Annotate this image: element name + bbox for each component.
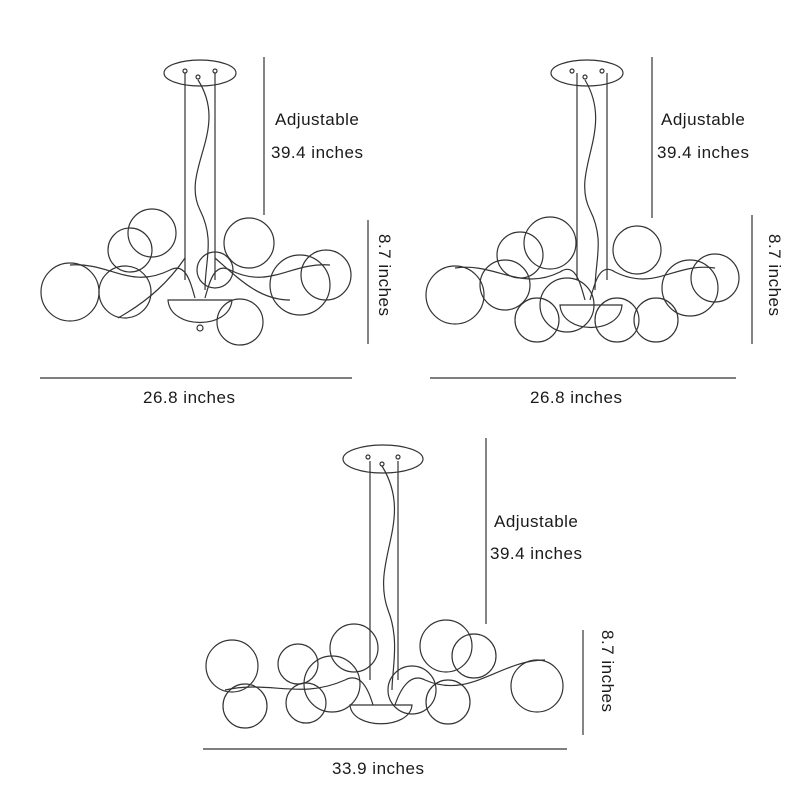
glass-globe [451,633,497,679]
width-label: 33.9 inches [332,759,425,778]
glass-globe [127,208,177,258]
ceiling-canopy [550,59,624,87]
cord-length-label: 39.4 inches [490,544,583,563]
glass-globe [479,259,531,311]
adjustable-label: Adjustable [661,110,746,129]
glass-globe [661,259,719,317]
arm [117,257,186,319]
glass-globe [612,225,662,275]
glass-globe [510,659,564,713]
arm [214,257,291,301]
glass-globe [269,254,331,316]
glass-globe [223,217,275,269]
glass-globe [277,643,319,685]
power-cord [194,79,210,291]
glass-globe [98,265,152,319]
height-label: 8.7 inches [598,630,617,713]
center-bowl [167,299,233,323]
glass-globe [419,619,473,673]
arm [69,264,196,299]
glass-globe [300,249,352,301]
glass-globe [425,679,471,725]
glass-globe [329,623,379,673]
cord-length-label: 39.4 inches [271,143,364,162]
glass-globe [425,265,485,325]
center-bowl [349,704,413,725]
glass-globe [216,298,264,346]
glass-globe [107,227,153,273]
glass-globe [196,251,234,289]
adjustable-label: Adjustable [275,110,360,129]
arm [394,659,546,706]
power-cord [381,465,396,691]
width-label: 26.8 inches [530,388,623,407]
glass-globe [690,253,740,303]
arm [589,266,716,301]
glass-globe [594,297,640,343]
glass-globe [496,231,544,279]
glass-globe [539,277,595,333]
center-bowl [559,304,623,328]
glass-globe [633,297,679,343]
glass-globe [387,665,437,715]
glass-globe [303,655,361,713]
glass-globe [222,683,268,729]
cord-length-label: 39.4 inches [657,143,750,162]
glass-globe [285,682,327,724]
ceiling-canopy [163,59,237,87]
width-label: 26.8 inches [143,388,236,407]
ceiling-canopy [342,444,424,474]
glass-globe [205,639,259,693]
power-cord [584,79,599,291]
glass-globe [523,216,577,270]
glass-globe [514,297,560,343]
adjustable-label: Adjustable [494,512,579,531]
arm [224,677,374,706]
